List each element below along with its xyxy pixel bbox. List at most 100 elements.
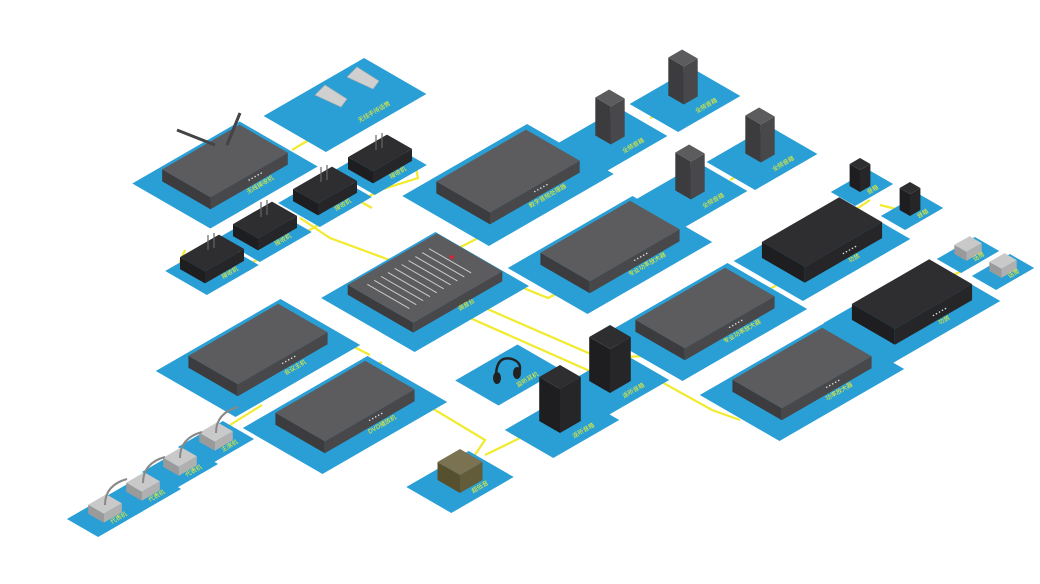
fader-icon [380, 275, 424, 302]
receiver-top [348, 134, 412, 172]
node-subwoofer: 超低音 [406, 449, 514, 513]
device-side [162, 169, 211, 210]
led-icon [737, 321, 740, 323]
receiver-side [233, 224, 258, 251]
mixer-body-side [347, 284, 414, 333]
node-spk-3: 全频音箱 [636, 144, 748, 227]
fader-icon [373, 279, 417, 306]
device-top [162, 124, 288, 198]
speaker-icon-side [539, 377, 560, 433]
mic-base-icon-front [1001, 260, 1017, 278]
receiver-side [293, 189, 318, 216]
fader-icon [387, 271, 431, 298]
device-side [761, 241, 805, 283]
node-amp-black-2: 功放 [823, 259, 1001, 363]
node-headphones: 监听耳机 [455, 344, 561, 406]
receiver-top [233, 201, 297, 239]
device-front [237, 332, 328, 397]
speaker-icon-top [668, 49, 698, 67]
led-icon [834, 381, 837, 383]
receiver-top [293, 166, 357, 204]
led-icon [851, 247, 854, 250]
led-icon [254, 175, 256, 178]
node-mixer: 调音台 [321, 232, 529, 352]
gooseneck-icon [142, 456, 166, 484]
platform [263, 58, 427, 152]
device-top [851, 259, 973, 329]
receiver-side [180, 257, 205, 284]
receiver-front [258, 215, 297, 251]
device-side [275, 412, 325, 454]
fader-icon [367, 283, 410, 310]
led-icon [281, 362, 284, 365]
led-icon [837, 379, 840, 382]
handheld-mic-icon [346, 66, 380, 90]
device-front [684, 296, 775, 361]
node-floor-spk-2: 返听音箱 [504, 365, 620, 458]
earcup-icon [513, 367, 521, 379]
mic-base-icon-side [88, 504, 104, 523]
led-icon [543, 185, 545, 188]
fader-icon [428, 248, 472, 274]
mixer-body-front [413, 271, 503, 333]
mic-base-icon-front [103, 503, 122, 523]
mic-base-icon-front [966, 243, 982, 261]
led-icon [845, 250, 848, 253]
node-spk-1: 全频音箱 [556, 89, 668, 172]
device-front [589, 229, 680, 294]
speaker-icon-side [595, 97, 611, 145]
mic-base-icon-front [214, 431, 233, 451]
led-icon [728, 326, 731, 329]
device-side [540, 252, 590, 294]
led-icon [944, 307, 947, 310]
speaker-icon-front [860, 164, 871, 192]
subwoofer-icon-front [460, 462, 483, 493]
receiver-front [373, 148, 412, 184]
node-amp-black-1: 功放 [733, 197, 911, 301]
mic-base-icon-front [141, 481, 160, 501]
gooseneck-icon [215, 406, 239, 434]
device-front [781, 356, 872, 421]
led-icon [248, 179, 250, 181]
mic-base-icon-top [989, 253, 1017, 269]
speaker-icon-front [683, 58, 698, 105]
led-icon [932, 314, 935, 317]
device-side [188, 355, 238, 397]
device-side [635, 319, 685, 361]
led-icon [740, 319, 743, 322]
device-top [188, 303, 328, 385]
receiver-side [348, 157, 373, 184]
node-wireless-receiver: 无线接收机 [132, 112, 318, 229]
node-spk-4: 全频音箱 [706, 107, 818, 190]
node-amp-b: 专业功率放大器 [602, 263, 808, 381]
node-desk-mic-1: 话筒 [936, 236, 1000, 273]
device-top [635, 267, 775, 349]
led-icon [380, 412, 383, 415]
device-front [490, 160, 580, 225]
platform [455, 344, 561, 406]
led-icon [941, 309, 944, 312]
node-rx2: 接收机 [278, 165, 372, 227]
node-spk-2: 全频音箱 [629, 49, 741, 132]
device-side [732, 379, 782, 421]
led-icon [731, 324, 734, 327]
cable [484, 437, 521, 456]
cable [639, 369, 741, 422]
mic-base-icon-side [126, 482, 142, 501]
fader-icon [401, 264, 444, 290]
led-icon [546, 183, 548, 186]
led-icon [734, 323, 737, 325]
led-icon [251, 177, 253, 180]
led-icon [828, 384, 831, 387]
led-icon [636, 257, 639, 260]
device-top [436, 129, 580, 213]
node-amp-a: 专业功率放大器 [507, 196, 713, 314]
speaker-icon-side [668, 57, 684, 105]
node-rx4: 接收机 [165, 233, 259, 295]
led-icon [831, 383, 834, 385]
speaker-icon-front [610, 98, 625, 145]
node-conf-host: 会议主机 [155, 299, 361, 417]
speaker-icon-front [760, 116, 775, 163]
led-icon [287, 359, 290, 361]
